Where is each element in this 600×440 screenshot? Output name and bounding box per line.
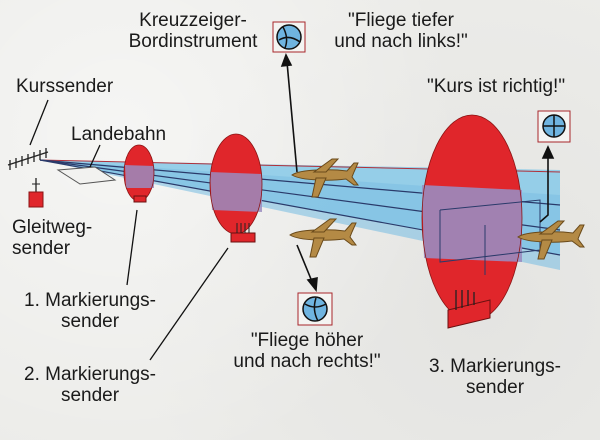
label-landebahn: Landebahn [71,124,167,145]
label-line: Gleitweg- [12,217,93,238]
label-line: "Fliege tiefer [347,10,454,31]
label-line: sender [12,238,71,259]
label-line: sender [465,377,525,398]
label-gleitweg: Gleitweg- sender [12,217,92,259]
instrument-fly-down-left [272,21,306,53]
glideslope-transmitter [28,178,44,208]
label-line: 1. Markierungs- [24,290,156,311]
instrument-on-course [537,110,571,143]
label-fliege-hoeher: "Fliege höher und nach rechts!" [222,330,392,372]
localizer-antenna [7,148,49,170]
label-line: sender [60,385,120,406]
label-line: und nach rechts!" [233,351,381,372]
label-line: 3. Markierungs- [429,356,561,377]
label-line: sender [60,311,120,332]
marker-3-lobe [421,114,523,329]
marker-1-lobe [123,144,155,203]
arrows [280,52,555,293]
label-marker-1: 1. Markierungs- sender [10,290,170,332]
label-fliege-tiefer: "Fliege tiefer und nach links!" [306,10,496,52]
label-line: und nach links!" [334,31,468,52]
leader-lines [29,99,229,361]
label-line: 2. Markierungs- [24,364,156,385]
label-line: Kreuzzeiger- [139,10,247,31]
label-kurs-richtig: "Kurs ist richtig!" [427,76,566,97]
instrument-fly-up-right [297,292,333,326]
label-marker-2: 2. Markierungs- sender [10,364,170,406]
label-kreuzzeiger: Kreuzzeiger- Bordinstrument [118,10,268,52]
runway [56,166,117,185]
label-marker-3: 3. Markierungs- sender [410,356,580,398]
marker-2-lobe [209,133,263,243]
label-line: "Fliege höher [250,330,364,351]
label-kurssender: Kurssender [16,76,114,97]
label-line: Bordinstrument [128,31,258,52]
